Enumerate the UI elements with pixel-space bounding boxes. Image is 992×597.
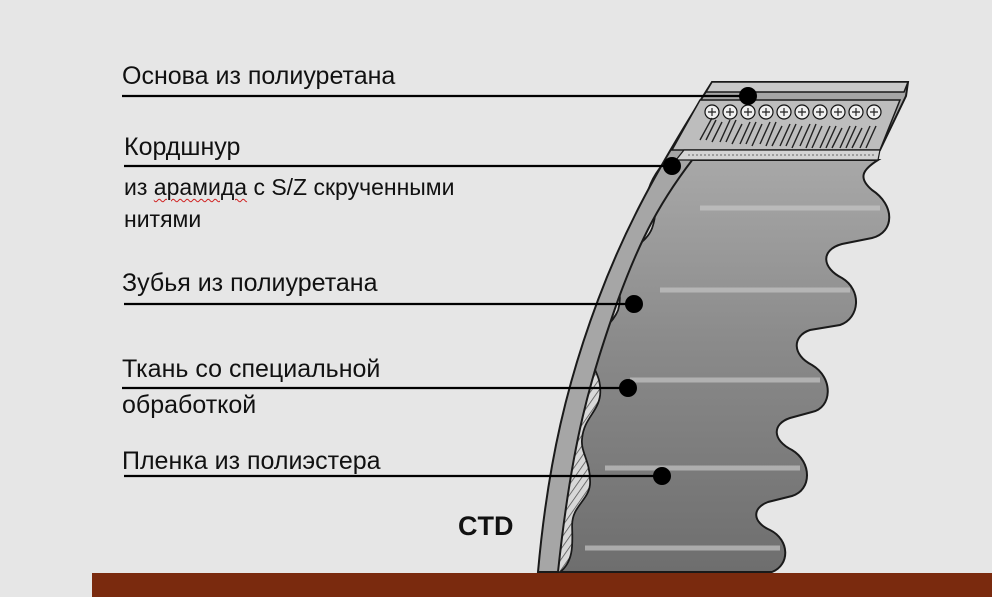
- label-fabric-line1: Ткань со специальной: [122, 355, 381, 383]
- floor-bar: [92, 573, 992, 597]
- cord-detail-twist: с S/Z скрученными: [253, 174, 455, 200]
- leader-dots: [619, 87, 757, 485]
- label-cord-detail-line2: нитями: [124, 206, 202, 232]
- leader-lines: [122, 94, 748, 478]
- label-teeth: Зубья из полиуретана: [122, 269, 378, 297]
- label-cord-detail: из арамида с S/Z скрученными: [124, 172, 454, 202]
- label-cord: Кордшнур: [124, 133, 241, 161]
- label-base: Основа из полиуретана: [122, 62, 396, 90]
- dot-fabric: [619, 379, 637, 397]
- label-film: Пленка из полиэстера: [122, 447, 381, 475]
- dot-film: [653, 467, 671, 485]
- label-fabric-line2: обработкой: [122, 391, 257, 419]
- cord-detail-prefix: из: [124, 174, 148, 200]
- cord-circle-marks: [708, 108, 878, 116]
- dot-teeth: [625, 295, 643, 313]
- product-code: CTD: [458, 511, 514, 541]
- dot-cord: [663, 157, 681, 175]
- tooth-highlights: [585, 205, 880, 551]
- cord-twists: [699, 117, 877, 149]
- cord-detail-aramid: арамида: [153, 174, 248, 200]
- dot-base: [739, 87, 757, 105]
- teeth-body: [557, 159, 891, 573]
- base-top: [704, 81, 910, 93]
